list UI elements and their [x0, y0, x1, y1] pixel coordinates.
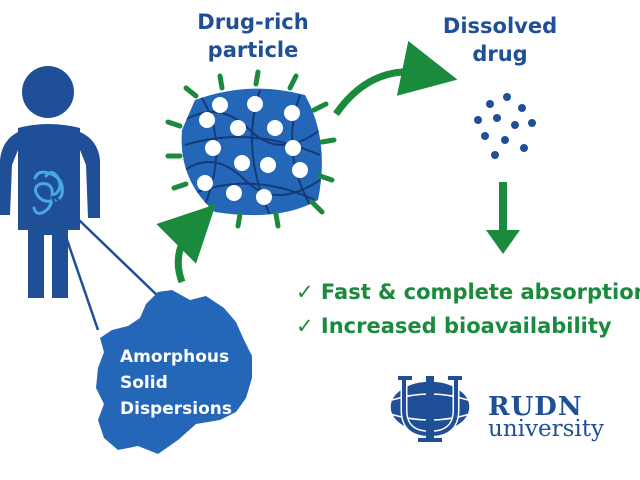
- rudn-logo-subtitle: university: [488, 416, 604, 442]
- rudn-logo-name: RUDN: [488, 392, 583, 422]
- benefit-text: Fast & complete absorption: [320, 280, 640, 304]
- human-left-arm: [0, 132, 18, 215]
- arrow-dispersion-to-particle: [156, 204, 216, 284]
- asd-label-line3: Dispersions: [120, 399, 232, 419]
- drug-rich-particle-label-line1: Drug-rich: [197, 10, 309, 34]
- drug-rich-particle-icon: [165, 69, 337, 229]
- drug-rich-particle-label: Drug-rich particle: [178, 8, 328, 64]
- drug-rich-particle-label-line2: particle: [207, 38, 299, 62]
- particle-drug-molecules: [197, 96, 308, 205]
- check-icon: ✓: [296, 280, 314, 304]
- human-right-arm: [80, 132, 100, 218]
- benefit-text: Increased bioavailability: [320, 314, 612, 338]
- check-icon: ✓: [296, 314, 314, 338]
- dissolved-drug-label: Dissolved drug: [430, 12, 570, 68]
- gut-connection-lines: [50, 195, 161, 331]
- intestine-icon: [32, 170, 64, 215]
- dissolved-drug-label-line1: Dissolved: [442, 14, 558, 38]
- human-figure-icon: [0, 66, 100, 298]
- arrow-dissolved-to-absorption: [486, 182, 520, 254]
- amorphous-solid-dispersions-label: Amorphous Solid Dispersions: [120, 344, 232, 422]
- particle-surface-spikes: [165, 69, 337, 229]
- benefit-fast-absorption: ✓ Fast & complete absorption: [296, 280, 640, 304]
- benefit-bioavailability: ✓ Increased bioavailability: [296, 314, 612, 338]
- dissolved-drug-label-line2: drug: [472, 42, 528, 66]
- asd-label-line1: Amorphous: [120, 347, 230, 367]
- dissolved-drug-dots-icon: [474, 93, 536, 159]
- rudn-globe-logo-icon: [389, 376, 471, 442]
- arrow-particle-to-dissolved: [333, 40, 458, 117]
- amorphous-solid-dispersions-blob: [96, 290, 252, 454]
- human-head: [22, 66, 74, 118]
- asd-label-line2: Solid: [120, 373, 168, 393]
- human-body: [18, 124, 80, 298]
